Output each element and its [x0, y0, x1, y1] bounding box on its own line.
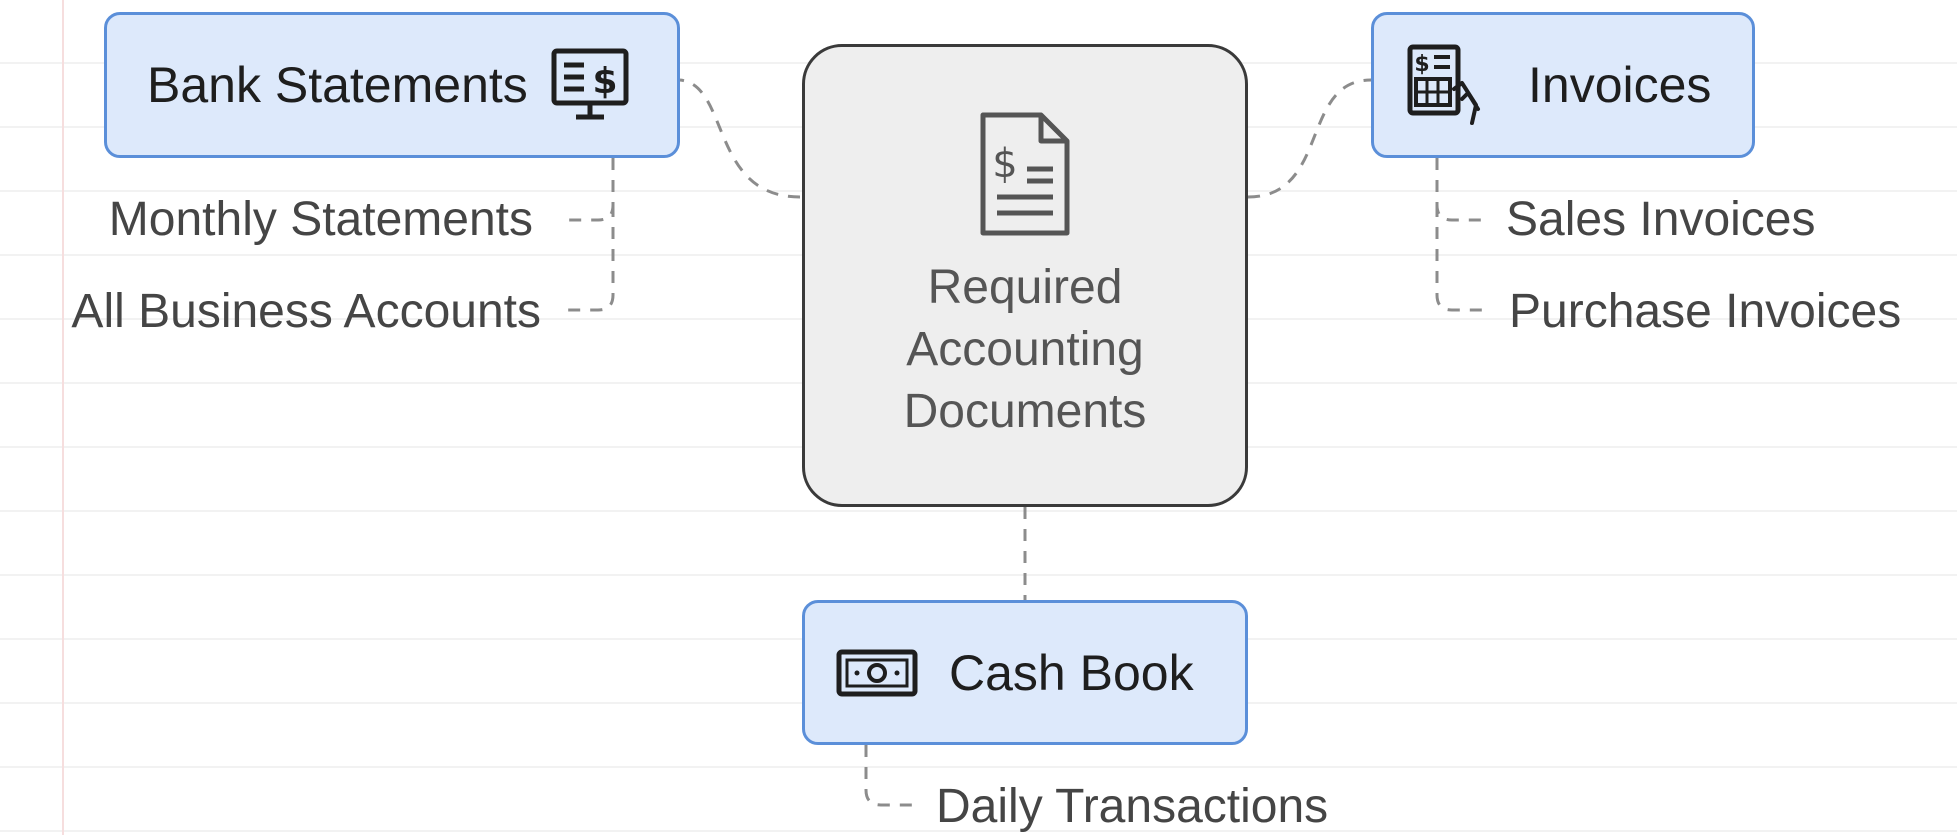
leaf-purchase-invoices: Purchase Invoices	[1509, 285, 1902, 338]
connector-bank-business-accounts	[565, 205, 615, 312]
bank-statements-label: Bank Statements	[147, 57, 528, 113]
leaf-all-business-accounts: All Business Accounts	[71, 285, 541, 338]
connector-invoices-sales	[1435, 158, 1485, 222]
center-node: $ Required Accounting Documents	[802, 44, 1248, 507]
center-title-line-3: Documents	[903, 385, 1147, 438]
svg-text:$: $	[592, 61, 617, 102]
center-title: Required Accounting Documents	[805, 257, 1245, 443]
monitor-dollar-icon: $	[550, 45, 630, 125]
leaf-daily-transactions: Daily Transactions	[936, 780, 1329, 833]
connector-center-bank-statements	[679, 78, 801, 199]
leaf-sales-invoices: Sales Invoices	[1506, 193, 1816, 246]
svg-text:$: $	[992, 141, 1017, 187]
center-title-line-2: Accounting	[906, 323, 1144, 376]
invoice-calculator-icon: $	[1406, 43, 1486, 127]
dollar-document-icon: $	[975, 109, 1075, 239]
invoices-label: Invoices	[1528, 57, 1712, 113]
bank-statements-node[interactable]: Bank Statements $	[104, 12, 680, 158]
cash-book-node[interactable]: Cash Book	[802, 600, 1248, 745]
connector-invoices-purchase	[1435, 205, 1485, 312]
leaf-monthly-statements: Monthly Statements	[108, 193, 533, 246]
svg-text:$: $	[1414, 52, 1429, 77]
connector-center-invoices	[1247, 78, 1372, 199]
connector-bank-monthly-statements	[565, 158, 615, 222]
invoices-node[interactable]: $ Invoices	[1371, 12, 1755, 158]
cash-book-label: Cash Book	[949, 644, 1194, 701]
banknote-icon	[835, 648, 919, 698]
center-title-line-1: Required	[927, 261, 1123, 314]
page-margin-line	[62, 0, 64, 835]
connector-cashbook-daily-transactions	[864, 745, 920, 807]
